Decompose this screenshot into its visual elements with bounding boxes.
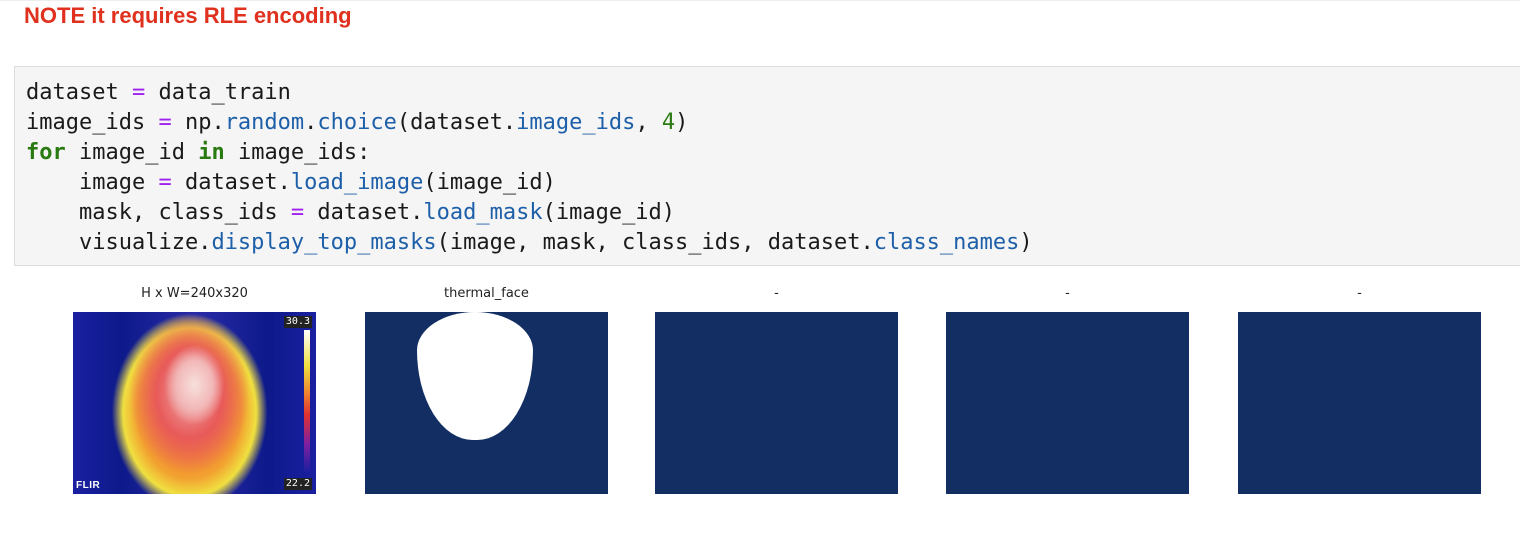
code-token: (image_id): [423, 170, 556, 195]
flir-logo: FLIR: [76, 480, 101, 491]
code-line: visualize.display_top_masks(image, mask,…: [26, 228, 1033, 258]
code-token: =: [158, 110, 172, 135]
code-token: load_mask: [423, 200, 543, 225]
top-temperature-readout: 30.3: [283, 316, 312, 328]
thermal-image: 30.3 22.2 FLIR: [73, 312, 316, 494]
code-token: 4: [661, 110, 676, 135]
code-token: data_train: [145, 80, 291, 105]
code-token: =: [131, 80, 146, 105]
top-divider: [0, 0, 1520, 1]
code-token: ,: [635, 110, 662, 135]
code-token: ): [1019, 230, 1033, 255]
mask-panel-empty-3: [1238, 312, 1481, 494]
code-token: dataset.: [304, 200, 424, 225]
code-token: (dataset.: [396, 110, 517, 135]
code-token: mask, class_ids: [26, 200, 291, 225]
code-token: class_names: [873, 230, 1020, 255]
mask-panel-empty-1: [655, 312, 898, 494]
code-token: ): [675, 110, 689, 135]
code-line: dataset = data_train: [26, 78, 1033, 108]
bottom-temperature-readout: 22.2: [283, 478, 312, 490]
code-token: .: [304, 110, 318, 135]
code-token: =: [158, 170, 172, 195]
code-token: image_ids:: [224, 140, 371, 165]
code-token: =: [290, 200, 305, 225]
code-token: load_image: [290, 170, 424, 195]
code-line: image = dataset.load_image(image_id): [26, 168, 1033, 198]
panel-title-4: -: [1065, 286, 1070, 301]
note-heading: NOTE it requires RLE encoding: [24, 3, 352, 28]
code-token: for: [26, 140, 66, 165]
code-line: mask, class_ids = dataset.load_mask(imag…: [26, 198, 1033, 228]
code-token: image_id: [65, 140, 199, 165]
temperature-colorbar: [304, 330, 310, 472]
panel-title-2: thermal_face: [444, 286, 529, 301]
code-token: visualize.: [26, 230, 212, 255]
panel-title-5: -: [1357, 286, 1362, 301]
code-line: image_ids = np.random.choice(dataset.ima…: [26, 108, 1033, 138]
code-token: image_ids: [26, 110, 159, 135]
mask-panel-thermal-face: [365, 312, 608, 494]
code-token: in: [198, 140, 225, 165]
code-token: choice: [317, 110, 397, 135]
code-token: display_top_masks: [211, 230, 437, 255]
code-token: random: [224, 110, 305, 135]
code-token: np.: [171, 110, 225, 135]
code-token: (image, mask, class_ids, dataset.: [436, 230, 874, 255]
face-mask-shape: [417, 312, 533, 440]
panel-title-1: H x W=240x320: [141, 286, 248, 301]
code-token: (image_id): [542, 200, 676, 225]
code-token: image: [26, 170, 159, 195]
mask-panel-empty-2: [946, 312, 1189, 494]
code-line: for image_id in image_ids:: [26, 138, 1033, 168]
code-token: dataset.: [171, 170, 291, 195]
code-token: dataset: [26, 80, 132, 105]
panel-title-3: -: [774, 286, 779, 301]
code-token: image_ids: [516, 110, 636, 135]
